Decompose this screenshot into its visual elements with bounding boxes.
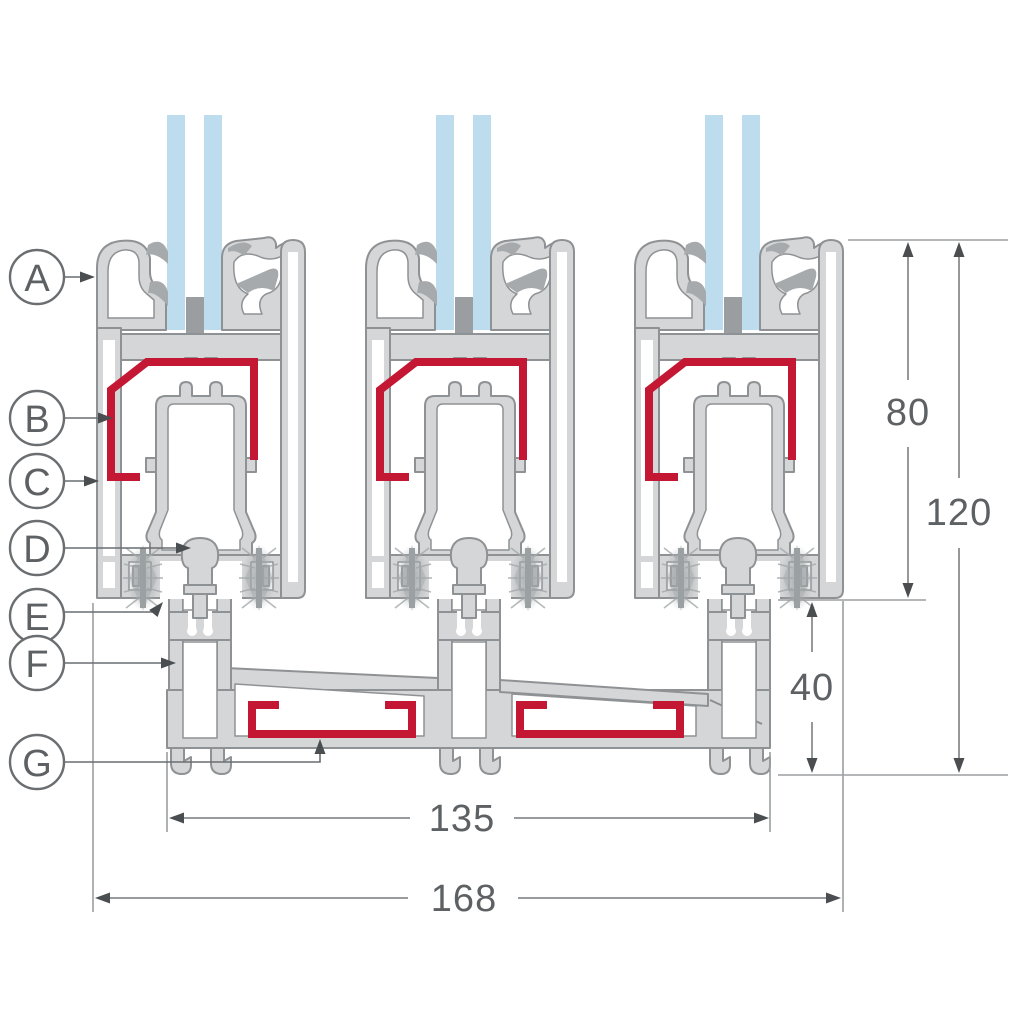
sill-steel-reinforcement-right <box>516 701 684 738</box>
sash-right <box>635 115 843 618</box>
callout-F: F <box>8 634 66 692</box>
callout-C: C <box>8 452 66 510</box>
callouts: A B C D E F G <box>8 248 66 791</box>
extension-lines <box>92 239 1008 912</box>
callout-G: G <box>8 733 66 791</box>
dim-label-80: 80 <box>886 392 930 434</box>
callout-E: E <box>8 587 66 645</box>
dimension-120: 120 <box>926 242 992 773</box>
dim-label-168: 168 <box>431 878 497 920</box>
callout-letter-E: E <box>24 597 49 639</box>
dimension-168: 168 <box>95 878 841 920</box>
sill-steel-reinforcement-left <box>248 701 416 738</box>
callout-letter-D: D <box>23 529 50 571</box>
sill-profile <box>166 557 771 775</box>
callout-B: B <box>8 389 66 447</box>
dim-label-120: 120 <box>926 492 992 534</box>
dim-label-135: 135 <box>429 798 495 840</box>
dimension-80: 80 <box>886 242 930 598</box>
callout-D: D <box>8 519 66 577</box>
dimension-135: 135 <box>169 798 769 840</box>
callout-letter-C: C <box>23 462 50 504</box>
callout-letter-F: F <box>25 644 48 686</box>
callout-letter-A: A <box>24 258 50 300</box>
callout-leaders <box>64 271 326 763</box>
sash-left <box>97 115 305 618</box>
dim-label-40: 40 <box>790 667 834 709</box>
callout-letter-B: B <box>24 399 49 441</box>
callout-letter-G: G <box>22 743 52 785</box>
dimension-40: 40 <box>790 602 834 773</box>
callout-A: A <box>8 248 66 306</box>
sash-middle <box>366 115 574 618</box>
